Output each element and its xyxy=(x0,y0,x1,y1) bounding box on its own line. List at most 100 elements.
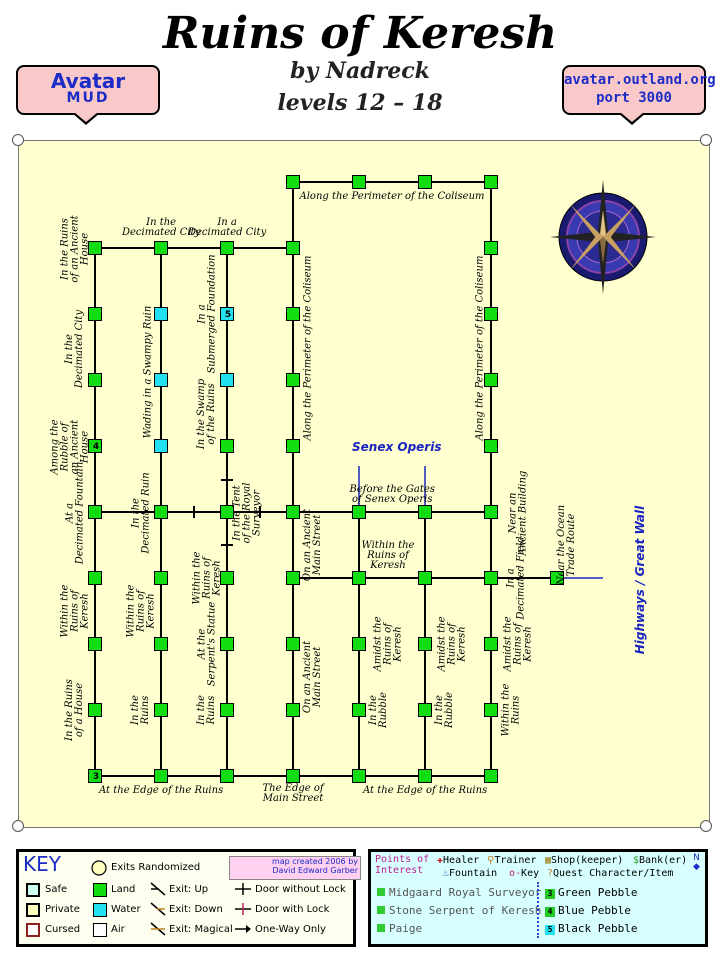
scroll-curl-top-right xyxy=(700,134,712,146)
poi-npc-paige: Paige xyxy=(377,922,422,935)
scroll-curl-top-left xyxy=(12,134,24,146)
map-credit: map created 2006 by David Edward Garber xyxy=(229,856,361,880)
key-cursed: Cursed xyxy=(45,924,81,935)
room-tile xyxy=(352,571,366,585)
room-tile xyxy=(88,637,102,651)
poi-quest: ?Quest Character/Item xyxy=(547,868,673,880)
room-tile xyxy=(154,307,168,321)
poi-bank: $Bank(er) xyxy=(633,855,687,867)
room-tile xyxy=(418,571,432,585)
key-exit-magical: Exit: Magical xyxy=(169,924,233,935)
cursed-swatch xyxy=(26,923,40,937)
key-exit-down: Exit: Down xyxy=(169,904,223,915)
poi-title: Points of Interest xyxy=(375,854,429,876)
exit-down-icon xyxy=(150,902,166,916)
map-key-legend: KEY Exits Randomized map created 2006 by… xyxy=(16,849,361,947)
trainer-icon: ⚲ xyxy=(487,855,495,866)
room-tile xyxy=(286,637,300,651)
room-tile xyxy=(154,505,168,519)
room-tile xyxy=(220,373,234,387)
poi-divider xyxy=(537,882,541,938)
room-tile xyxy=(88,373,102,387)
poi-quest-label: Quest Character/Item xyxy=(553,868,674,879)
room-tile xyxy=(418,505,432,519)
pebble-number-5: 5 xyxy=(545,925,555,935)
key-exits-randomized: Exits Randomized xyxy=(111,862,201,873)
room-tile xyxy=(88,505,102,519)
room-number-3: 3 xyxy=(92,772,100,782)
poi-trainer-label: Trainer xyxy=(494,855,537,866)
badge-tail-right-inner xyxy=(620,112,644,122)
room-tile xyxy=(418,175,432,189)
room-tile xyxy=(220,505,234,519)
poi-npc-paige-label: Paige xyxy=(389,922,423,935)
room-tile xyxy=(352,769,366,783)
key-door-without-lock: Door without Lock xyxy=(255,884,346,895)
room-label: Along the Perimeter of the Coliseum xyxy=(474,255,485,441)
poi-bank-label: Bank(er) xyxy=(639,855,688,866)
badge-avatar-text: Avatar xyxy=(50,69,126,93)
room-tile xyxy=(154,241,168,255)
safe-swatch xyxy=(26,883,40,897)
room-tile xyxy=(352,175,366,189)
room-number-5: 5 xyxy=(224,310,232,320)
room-tile xyxy=(220,769,234,783)
exit-up-icon xyxy=(150,882,166,896)
room-tile xyxy=(220,307,234,321)
poi-npc-surveyor-label: Midgaard Royal Surveyor xyxy=(389,886,542,899)
poi-npc-serpent: Stone Serpent of Keresh xyxy=(377,904,541,917)
room-tile xyxy=(484,769,498,783)
pebble-green-label: Green Pebble xyxy=(558,886,638,899)
room-tile xyxy=(484,505,498,519)
room-tile xyxy=(88,769,102,783)
poi-healer-label: Healer xyxy=(443,855,480,866)
room-label: Along the Perimeter of the Coliseum xyxy=(299,191,485,202)
map-author: by Nadreck xyxy=(290,58,430,84)
room-label: At the Edge of the Ruins xyxy=(99,785,224,796)
room-tile xyxy=(220,637,234,651)
north-arrow-icon: N◆ xyxy=(693,853,700,872)
door-with-lock-icon xyxy=(235,903,251,915)
room-tile xyxy=(154,373,168,387)
key-exit-up: Exit: Up xyxy=(169,884,209,895)
key-private: Private xyxy=(45,904,80,915)
room-tile xyxy=(286,703,300,717)
room-tile xyxy=(418,769,432,783)
zone-label-senex-operis: Senex Operis xyxy=(352,440,442,454)
poi-fountain-label: Fountain xyxy=(449,868,498,879)
room-tile xyxy=(286,307,300,321)
npc-marker-icon xyxy=(377,906,385,914)
key-water: Water xyxy=(111,904,141,915)
room-tile xyxy=(154,769,168,783)
room-tile xyxy=(154,637,168,651)
bank-icon: $ xyxy=(633,855,640,866)
key-icon: o- xyxy=(509,868,522,879)
healer-icon: ✚ xyxy=(437,855,444,866)
key-air: Air xyxy=(111,924,125,935)
room-tile xyxy=(220,439,234,453)
server-host-text: avatar.outland.org xyxy=(564,72,716,88)
room-tile xyxy=(484,439,498,453)
room-tile xyxy=(154,571,168,585)
room-label: Wading in a Swampy Ruin xyxy=(141,305,153,439)
room-tile xyxy=(286,769,300,783)
poi-key: o-Key xyxy=(509,868,539,880)
server-badge: avatar.outland.org port 3000 xyxy=(562,65,716,115)
